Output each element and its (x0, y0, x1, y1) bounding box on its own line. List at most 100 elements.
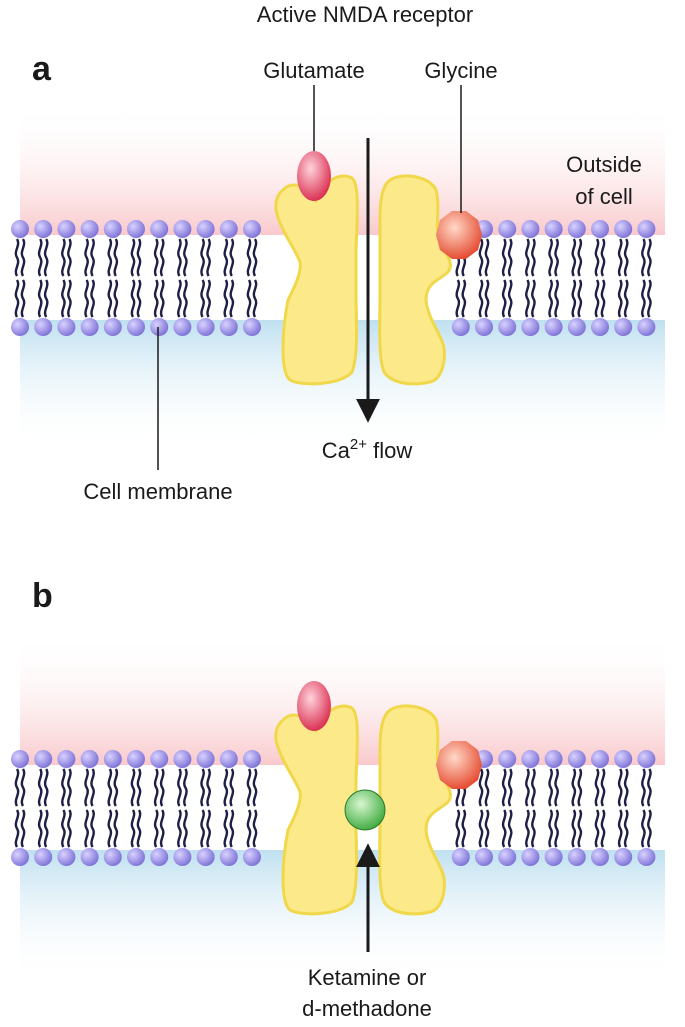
glycine-molecule-a (436, 211, 482, 259)
lipid-tail (252, 238, 258, 277)
lipid-tail (531, 279, 536, 318)
lipid-head (591, 750, 609, 768)
lipid-tail (159, 768, 165, 807)
lipid-head (614, 750, 633, 768)
lipid-tail (617, 809, 623, 848)
blocker-label-line2: d-methadone (302, 996, 432, 1021)
lipid-tail (153, 768, 159, 807)
lipid-tail (507, 279, 513, 318)
lipid-tail (223, 279, 229, 318)
lipid-tail (177, 809, 182, 848)
lipid-tail (20, 279, 26, 318)
lipid-tail (641, 238, 646, 277)
lipid-tail (571, 768, 577, 807)
lipid-head (544, 750, 563, 768)
lipid-tail (223, 768, 229, 807)
lipid-tail (206, 809, 211, 848)
lipid-head (80, 848, 99, 866)
receptor-right-subunit-a (378, 174, 452, 386)
lipid-tail (571, 279, 577, 318)
lipid-tail (577, 279, 583, 318)
lipid-tail (617, 279, 623, 318)
lipid-tail (623, 809, 629, 848)
lipid-tail (113, 238, 119, 277)
lipid-tail (183, 809, 188, 848)
lipid-head (498, 318, 517, 336)
lipid-head (196, 848, 215, 866)
figure-title: Active NMDA receptor (257, 2, 473, 27)
lipid-tail (107, 279, 113, 318)
lipid-head (219, 220, 238, 238)
ca-charge: 2+ (350, 436, 367, 453)
lipid-head (34, 750, 53, 768)
lipid-tail (90, 809, 95, 848)
lipid-head (498, 848, 517, 866)
lipid-head (614, 220, 633, 238)
lipid-tail (600, 279, 606, 318)
lipid-tail (107, 809, 113, 848)
lipid-tail (20, 238, 26, 277)
channel-blocker-molecule (344, 789, 386, 831)
glutamate-molecule-b (297, 681, 331, 731)
lipid-head (127, 750, 145, 768)
lipid-tail (623, 279, 629, 318)
lipid-tail (183, 768, 188, 807)
lipid-head (498, 750, 517, 768)
lipid-head (567, 750, 586, 768)
lipid-tail (20, 768, 26, 807)
lipid-tail (554, 279, 559, 318)
lipid-head (34, 220, 53, 238)
lipid-tail (252, 279, 258, 318)
lipid-tail (501, 768, 507, 807)
lipid-head (150, 750, 169, 768)
lipid-tail (153, 279, 159, 318)
lipid-tail (548, 768, 553, 807)
cell-membrane-label: Cell membrane (83, 479, 232, 504)
lipid-tail (84, 279, 89, 318)
lipid-head (196, 220, 215, 238)
receptor-left-subunit-b (274, 704, 359, 916)
lipid-tail (153, 238, 159, 277)
lipid-tail (159, 809, 165, 848)
lipid-head (521, 318, 540, 336)
lipid-tail (594, 809, 600, 848)
lipid-tail (14, 238, 20, 277)
lipid-tail (577, 768, 583, 807)
lipid-head (637, 318, 656, 336)
lipid-tail (113, 279, 119, 318)
lipid-tail (153, 809, 159, 848)
lipid-tail (594, 768, 600, 807)
lipid-head (243, 318, 261, 336)
lipid-tail (600, 238, 606, 277)
lipid-tail (67, 238, 72, 277)
panel-label-a: a (32, 50, 52, 88)
lipid-tail (484, 809, 490, 848)
lipid-head (57, 318, 76, 336)
lipid-tail (525, 809, 530, 848)
lipid-head (521, 848, 540, 866)
lipid-tail (200, 768, 205, 807)
lipid-tail (84, 238, 89, 277)
lipid-head (11, 848, 29, 866)
lipid-tail (159, 238, 165, 277)
lipid-tail (84, 809, 89, 848)
lipid-tail (90, 279, 95, 318)
receptor-left-subunit-a (274, 174, 359, 386)
lipid-head (196, 318, 215, 336)
lipid-tail (61, 238, 66, 277)
lipid-head (150, 220, 169, 238)
lipid-tail (507, 238, 513, 277)
lipid-head (80, 750, 99, 768)
lipid-tail (501, 809, 507, 848)
lipid-tail (136, 768, 142, 807)
lipid-head (567, 220, 586, 238)
glycine-molecule-b (436, 741, 482, 789)
lipid-tail (501, 279, 507, 318)
lipid-tail (647, 768, 652, 807)
lipid-tail (136, 238, 142, 277)
lipid-head (103, 318, 122, 336)
lipid-tail (617, 768, 623, 807)
lipid-tail (43, 809, 49, 848)
lipid-tail (130, 809, 136, 848)
